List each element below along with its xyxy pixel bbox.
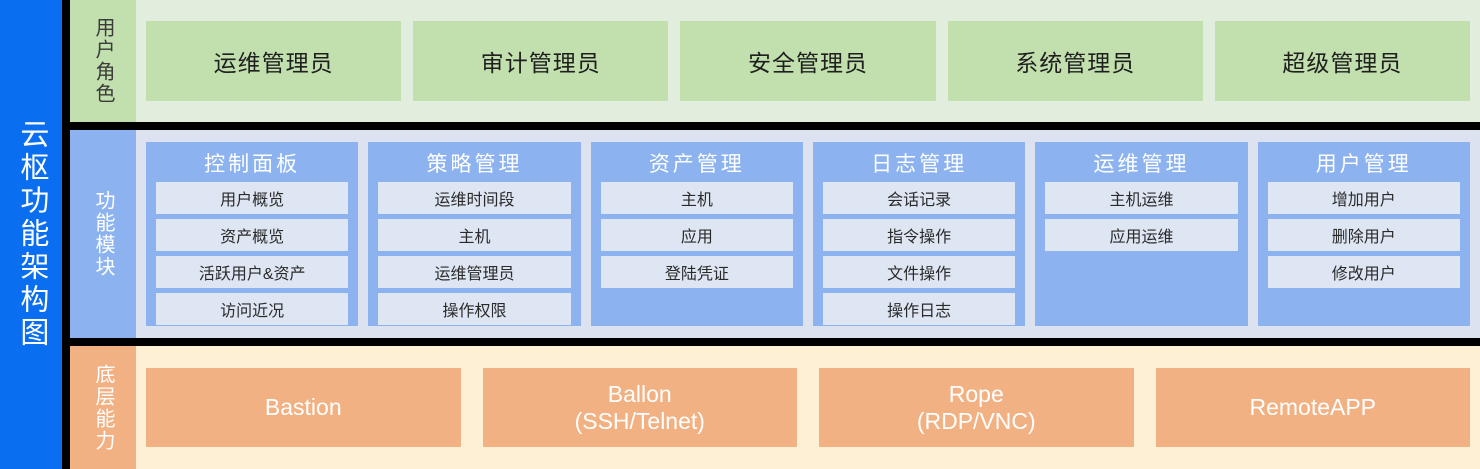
platform-capability-list: Bastion Ballon (SSH/Telnet) Rope (RDP/VN… (136, 346, 1480, 469)
module-item[interactable]: 资产概览 (156, 219, 349, 251)
role-box-audit-admin[interactable]: 审计管理员 (413, 21, 669, 101)
module-item[interactable]: 文件操作 (822, 256, 1016, 288)
module-item[interactable]: 主机 (378, 219, 571, 251)
module-item[interactable]: 指令操作 (822, 219, 1016, 251)
platform-capability-band-label: 底层能力 (70, 346, 136, 469)
module-title: 用户管理 (1315, 153, 1412, 176)
module-item[interactable]: 运维时间段 (378, 182, 571, 214)
module-card-asset-management[interactable]: 资产管理 主机 应用 登陆凭证 (590, 142, 803, 326)
module-item[interactable]: 主机 (600, 182, 793, 214)
function-modules-list: 控制面板 用户概览 资产概览 活跃用户&资产 访问近况 策略管理 运维时间段 主… (136, 130, 1480, 338)
platform-box-remoteapp[interactable]: RemoteAPP (1155, 368, 1470, 447)
module-item[interactable]: 删除用户 (1267, 219, 1460, 251)
platform-capability-band: 底层能力 Bastion Ballon (SSH/Telnet) Rope (R… (70, 346, 1480, 469)
module-title: 资产管理 (648, 153, 745, 176)
module-item[interactable]: 活跃用户&资产 (156, 256, 349, 288)
function-modules-band: 功能模块 控制面板 用户概览 资产概览 活跃用户&资产 访问近况 策略管理 运维… (70, 130, 1480, 338)
role-box-system-admin[interactable]: 系统管理员 (947, 21, 1203, 101)
module-card-policy-management[interactable]: 策略管理 运维时间段 主机 运维管理员 操作权限 (368, 142, 581, 326)
module-card-user-management[interactable]: 用户管理 增加用户 删除用户 修改用户 (1257, 142, 1470, 326)
function-modules-label-text: 功能模块 (92, 190, 114, 278)
user-roles-list: 运维管理员 审计管理员 安全管理员 系统管理员 超级管理员 (136, 0, 1480, 122)
module-item[interactable]: 会话记录 (822, 182, 1016, 214)
module-item[interactable]: 应用运维 (1045, 219, 1238, 251)
platform-capability-label-text: 底层能力 (92, 363, 114, 452)
module-card-control-panel[interactable]: 控制面板 用户概览 资产概览 活跃用户&资产 访问近况 (146, 142, 359, 326)
module-item[interactable]: 应用 (600, 219, 793, 251)
module-item[interactable]: 修改用户 (1267, 256, 1460, 288)
module-item[interactable]: 增加用户 (1267, 182, 1460, 214)
platform-box-bastion[interactable]: Bastion (146, 368, 461, 447)
user-roles-band-label: 用户角色 (70, 0, 136, 122)
module-item[interactable]: 运维管理员 (378, 256, 571, 288)
module-title: 控制面板 (204, 153, 301, 176)
module-item[interactable]: 主机运维 (1045, 182, 1238, 214)
page-title: 云枢功能架构图 (15, 119, 48, 350)
platform-box-rope[interactable]: Rope (RDP/VNC) (819, 368, 1134, 447)
user-roles-band: 用户角色 运维管理员 审计管理员 安全管理员 系统管理员 超级管理员 (70, 0, 1480, 122)
module-item[interactable]: 操作日志 (822, 293, 1016, 325)
module-item[interactable]: 访问近况 (156, 293, 349, 325)
role-box-security-admin[interactable]: 安全管理员 (680, 21, 936, 101)
function-modules-band-label: 功能模块 (70, 130, 136, 338)
role-box-super-admin[interactable]: 超级管理员 (1214, 21, 1471, 101)
user-roles-label-text: 用户角色 (92, 17, 114, 105)
role-box-ops-admin[interactable]: 运维管理员 (146, 21, 402, 101)
module-title: 日志管理 (871, 153, 968, 176)
module-title: 运维管理 (1093, 153, 1190, 176)
platform-box-ballon[interactable]: Ballon (SSH/Telnet) (482, 368, 797, 447)
module-card-log-management[interactable]: 日志管理 会话记录 指令操作 文件操作 操作日志 (812, 142, 1026, 326)
module-item[interactable]: 登陆凭证 (600, 256, 793, 288)
module-card-ops-management[interactable]: 运维管理 主机运维 应用运维 (1035, 142, 1248, 326)
module-title: 策略管理 (426, 153, 523, 176)
module-item[interactable]: 用户概览 (156, 182, 349, 214)
module-item[interactable]: 操作权限 (378, 293, 571, 325)
diagram-title-bar: 云枢功能架构图 (0, 0, 62, 469)
